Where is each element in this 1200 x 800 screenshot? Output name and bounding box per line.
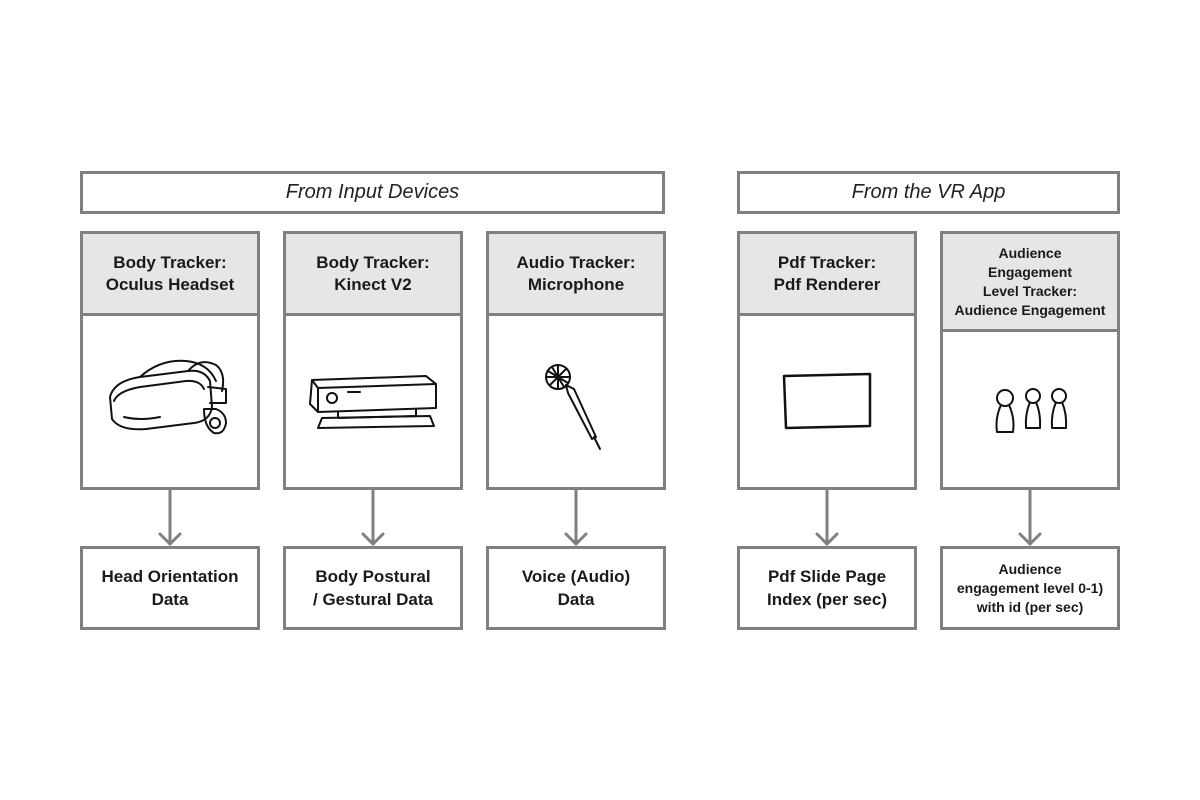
- tracker-pdf-renderer: Pdf Tracker: Pdf Renderer: [737, 231, 917, 490]
- tracker-oculus-headset: Body Tracker: Oculus Headset: [80, 231, 260, 490]
- output-body-postural: Body Postural / Gestural Data: [283, 546, 463, 630]
- tracker-title-text: Body Tracker: Oculus Headset: [105, 252, 235, 294]
- vr-headset-icon: [83, 316, 257, 487]
- kinect-sensor-icon: [286, 316, 460, 487]
- arrow-microphone: [564, 488, 588, 546]
- output-audience-engagement: Audience engagement level 0-1) with id (…: [940, 546, 1120, 630]
- pdf-page-icon: [740, 316, 914, 487]
- tracker-title: Audio Tracker: Microphone: [489, 234, 663, 316]
- tracker-title-text: Audio Tracker: Microphone: [516, 252, 636, 294]
- arrow-oculus: [158, 488, 182, 546]
- tracker-title-text: Audience Engagement Level Tracker: Audie…: [954, 244, 1106, 318]
- arrow-audience: [1018, 488, 1042, 546]
- output-pdf-slide-index: Pdf Slide Page Index (per sec): [737, 546, 917, 630]
- tracker-kinect-v2: Body Tracker: Kinect V2: [283, 231, 463, 490]
- tracker-title-text: Body Tracker: Kinect V2: [316, 252, 430, 294]
- output-head-orientation: Head Orientation Data: [80, 546, 260, 630]
- output-voice-audio: Voice (Audio) Data: [486, 546, 666, 630]
- tracker-title-text: Pdf Tracker: Pdf Renderer: [773, 252, 881, 294]
- arrow-pdf: [815, 488, 839, 546]
- group-label-vr-app: From the VR App: [737, 171, 1120, 214]
- tracker-title: Pdf Tracker: Pdf Renderer: [740, 234, 914, 316]
- arrow-kinect: [361, 488, 385, 546]
- microphone-icon: [489, 316, 663, 487]
- group-label-input-devices: From Input Devices: [80, 171, 665, 214]
- audience-icon: [943, 332, 1117, 487]
- tracker-audience-engagement: Audience Engagement Level Tracker: Audie…: [940, 231, 1120, 490]
- tracker-title: Audience Engagement Level Tracker: Audie…: [943, 234, 1117, 332]
- tracker-title: Body Tracker: Kinect V2: [286, 234, 460, 316]
- tracker-title: Body Tracker: Oculus Headset: [83, 234, 257, 316]
